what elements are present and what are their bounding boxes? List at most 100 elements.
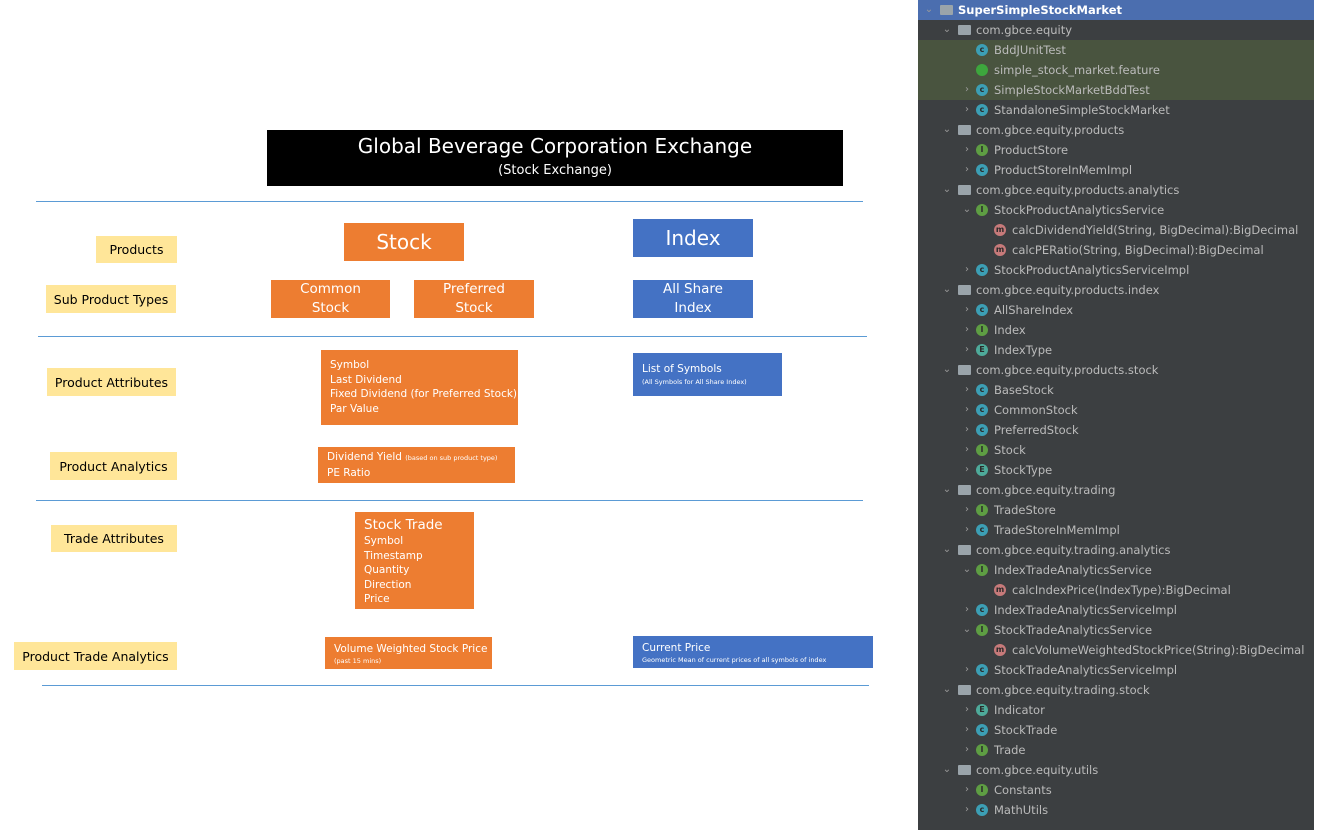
chevron-down-icon[interactable]: ⌄ [942,184,952,195]
chevron-down-icon[interactable]: ⌄ [942,24,952,35]
chevron-right-icon[interactable]: › [965,404,969,415]
chevron-right-icon[interactable]: › [965,464,969,475]
chevron-right-icon[interactable]: › [965,384,969,395]
tree-node[interactable]: › E Indicator [918,700,1314,720]
chevron-right-icon[interactable]: › [965,604,969,615]
chevron-right-icon[interactable]: › [965,504,969,515]
tree-node[interactable]: ⌄com.gbce.equity.utils [918,760,1314,780]
chevron-down-icon[interactable]: ⌄ [962,204,972,215]
tree-node[interactable]: ⌄com.gbce.equity.products.analytics [918,180,1314,200]
tree-node-label: ProductStore [994,143,1069,157]
product-analytics-box: Dividend Yield (based on sub product typ… [318,447,515,483]
tree-node-label: Indicator [994,703,1045,717]
chevron-right-icon[interactable]: › [965,264,969,275]
chevron-right-icon[interactable]: › [965,724,969,735]
tree-node-label: IndexTradeAnalyticsService [994,563,1152,577]
chevron-down-icon[interactable]: ⌄ [942,124,952,135]
chevron-down-icon[interactable]: ⌄ [942,684,952,695]
chevron-right-icon[interactable]: › [965,424,969,435]
tree-node-label: Index [994,323,1026,337]
tree-node[interactable]: ⌄com.gbce.equity [918,20,1314,40]
tree-node[interactable]: ⌄com.gbce.equity.trading.stock [918,680,1314,700]
common-stock-line: Common [300,281,361,297]
tree-node[interactable]: ⌄com.gbce.equity.products [918,120,1314,140]
trade-field: Price [364,593,390,605]
chevron-down-icon[interactable]: ⌄ [942,764,952,775]
chevron-down-icon[interactable]: ⌄ [962,564,972,575]
tree-node-label: PreferredStock [994,423,1079,437]
attribute-item: Symbol [330,359,370,371]
tree-node[interactable]: ⌄com.gbce.equity.products.stock [918,360,1314,380]
chevron-down-icon[interactable]: ⌄ [962,624,972,635]
package-folder-icon [958,765,971,775]
chevron-right-icon[interactable]: › [965,84,969,95]
chevron-right-icon[interactable]: › [965,744,969,755]
chevron-down-icon[interactable]: ⌄ [924,4,934,15]
tree-node-label: simple_stock_market.feature [994,63,1160,77]
chevron-right-icon[interactable]: › [965,104,969,115]
chevron-right-icon[interactable]: › [965,784,969,795]
tree-node-label: StockTradeAnalyticsService [994,623,1153,637]
chevron-right-icon[interactable]: › [965,524,969,535]
class-icon: c [976,724,988,736]
tree-node[interactable]: simple_stock_market.feature [918,60,1314,80]
chevron-right-icon[interactable]: › [965,444,969,455]
tree-node[interactable]: ⌄com.gbce.equity.trading [918,480,1314,500]
tree-node[interactable]: ⌄com.gbce.equity.products.index [918,280,1314,300]
class-icon: c [976,104,988,116]
tree-node[interactable]: ⌄SuperSimpleStockMarket [918,0,1314,20]
tree-node[interactable]: ⌄com.gbce.equity.trading.analytics [918,540,1314,560]
preferred-stock-box: Preferred Stock [414,280,534,318]
chevron-right-icon[interactable]: › [965,344,969,355]
trade-field: Timestamp [364,549,423,562]
chevron-right-icon[interactable]: › [965,164,969,175]
chevron-down-icon[interactable]: ⌄ [942,544,952,555]
tree-node[interactable]: › I ProductStore [918,140,1314,160]
method-icon: m [994,244,1006,256]
chevron-down-icon[interactable]: ⌄ [942,364,952,375]
chevron-right-icon[interactable]: › [965,804,969,815]
enum-icon: E [976,704,988,716]
chevron-down-icon[interactable]: ⌄ [942,484,952,495]
tree-node-label: AllShareIndex [994,303,1074,317]
chevron-right-icon[interactable]: › [965,704,969,715]
trade-field: Direction [364,578,412,591]
attribute-item: Last Dividend [330,373,402,386]
chevron-right-icon[interactable]: › [965,324,969,335]
chevron-right-icon[interactable]: › [965,664,969,675]
trade-field: Symbol [364,535,404,547]
interface-icon: I [976,144,988,156]
chevron-down-icon[interactable]: ⌄ [942,284,952,295]
chevron-right-icon[interactable]: › [965,304,969,315]
chevron-right-icon[interactable]: › [965,144,969,155]
